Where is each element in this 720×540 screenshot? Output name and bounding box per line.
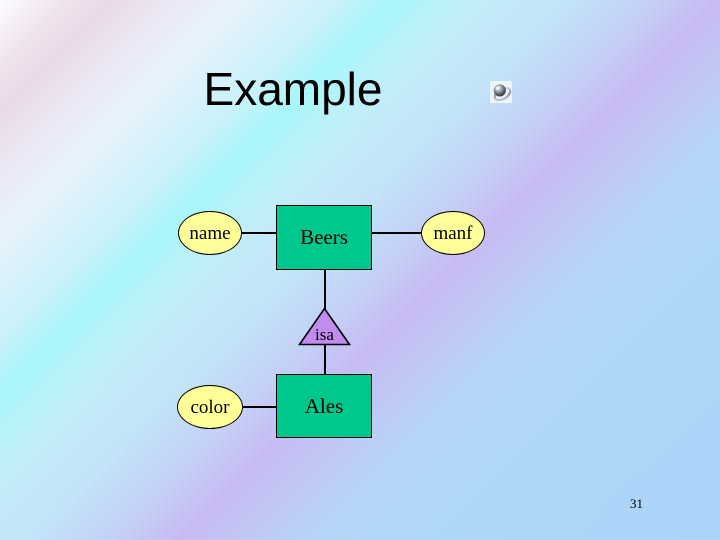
metallic-sphere-icon	[490, 81, 512, 103]
entity-label-ales: Ales	[304, 393, 344, 418]
attribute-label-name: name	[189, 222, 231, 244]
attribute-node-color[interactable]: color	[177, 385, 243, 429]
relationship-node-isa[interactable]: isa	[298, 307, 351, 346]
attribute-label-manf: manf	[433, 222, 473, 244]
page-number: 31	[630, 496, 643, 511]
connector-isa-to-ales	[324, 344, 326, 376]
slide-title: Example	[0, 62, 720, 116]
connector-beers-to-isa	[324, 268, 326, 310]
attribute-label-color: color	[190, 396, 230, 418]
attribute-node-name[interactable]: name	[178, 211, 242, 255]
page-title: Example	[203, 63, 383, 115]
relationship-label-isa: isa	[315, 325, 334, 344]
connector-name-to-beers	[240, 232, 280, 234]
attribute-node-manf[interactable]: manf	[421, 211, 485, 255]
connector-color-to-ales	[238, 406, 280, 408]
entity-node-beers[interactable]: Beers	[276, 205, 372, 270]
entity-node-ales[interactable]: Ales	[276, 374, 372, 438]
connector-beers-to-manf	[370, 232, 422, 234]
entity-label-beers: Beers	[300, 225, 348, 249]
